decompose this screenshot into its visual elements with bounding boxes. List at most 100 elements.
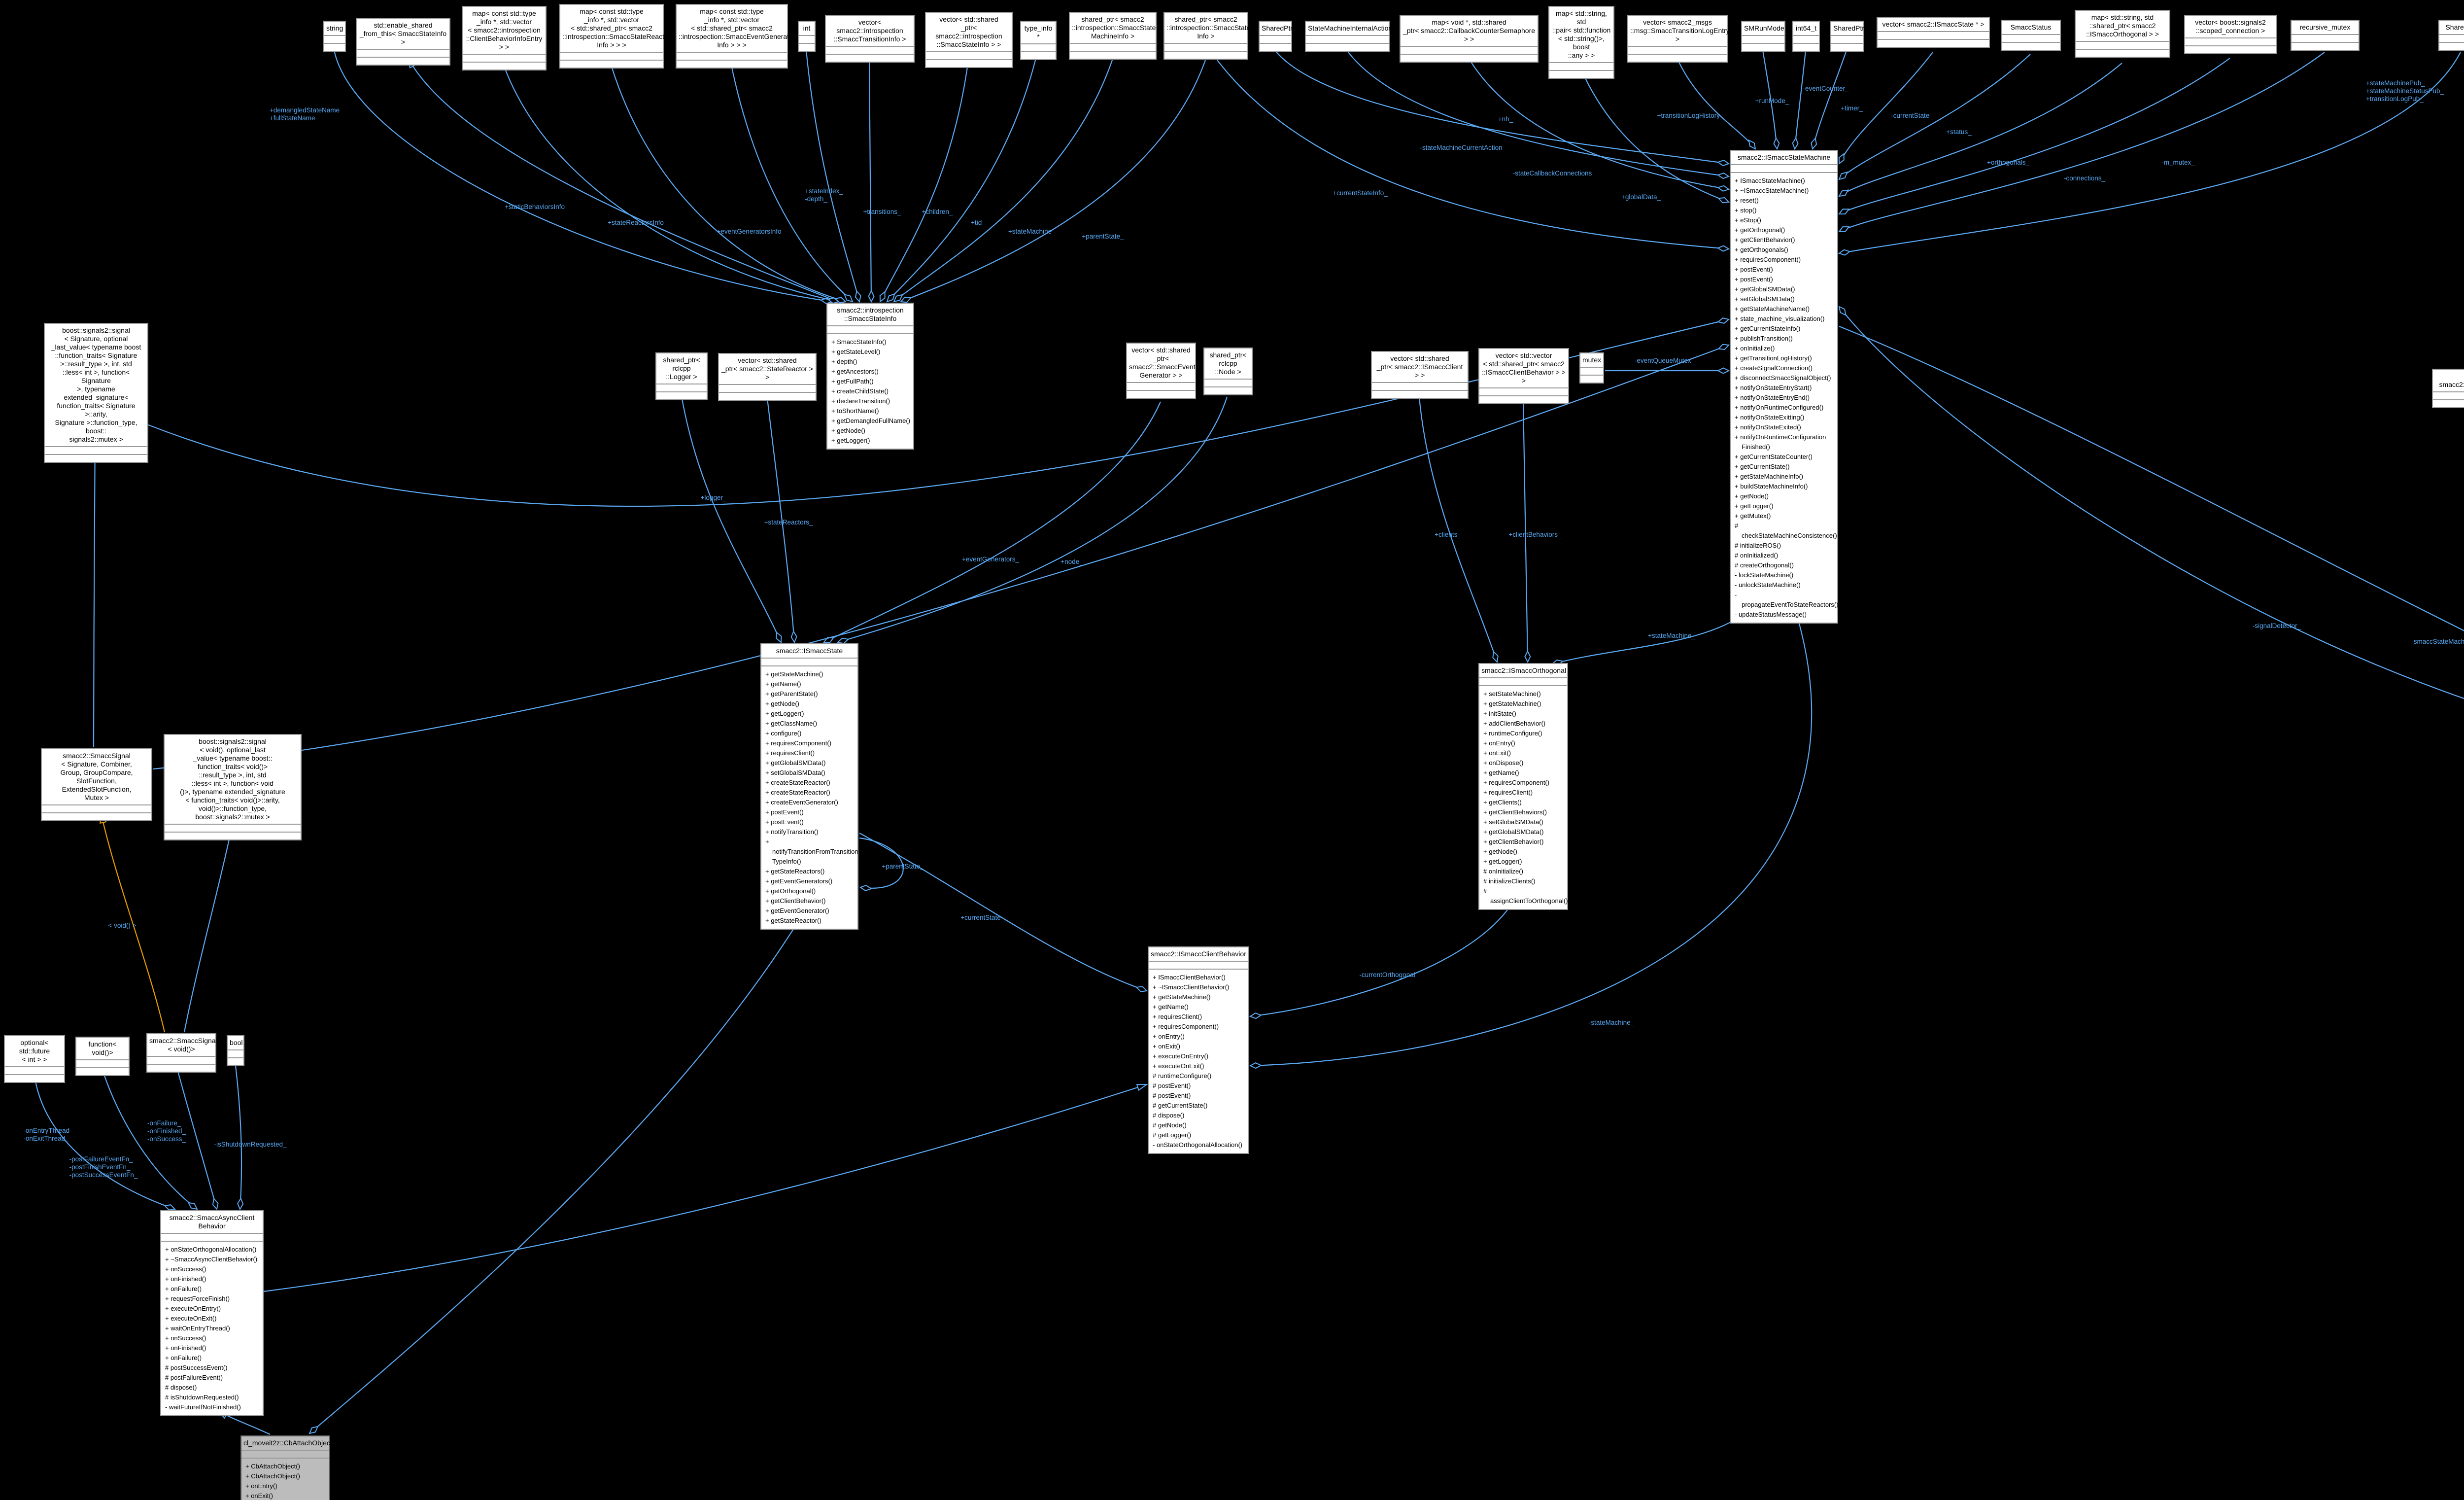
class-methods-map-smaccstatereactorinfo — [560, 61, 663, 68]
method-smaccasyncclientbehavior-6: + executeOnEntry() — [165, 1305, 221, 1312]
class-title-ismaccstate[interactable]: smacc2::ISmaccState — [761, 644, 857, 659]
class-methods-smaccsignal-void — [147, 1065, 215, 1072]
method-ismaccorthogonal-6: + onExit() — [1483, 749, 1511, 757]
method-ismaccstatemachine-33: + getMutex() — [1735, 512, 1771, 520]
method-ismaccstatemachine-9: + postEvent() — [1735, 266, 1773, 273]
class-methods-map-smacceventgeneratorinfo — [677, 61, 787, 68]
method-ismaccorthogonal-17: + getLogger() — [1483, 858, 1522, 865]
class-box-smaccsignal-void[interactable]: smacc2::SmaccSignal < void()> — [146, 1033, 217, 1073]
method-ismaccorthogonal-11: + getClients() — [1483, 799, 1522, 806]
edge-e-isshutdownrequested — [235, 1065, 241, 1209]
class-box-smaccasyncclientbehavior[interactable]: smacc2::SmaccAsyncClient Behavior+ onSta… — [160, 1210, 264, 1416]
class-attributes-boost-signal-signature — [45, 447, 147, 455]
method-ismaccstatemachine-30: + buildStateMachineInfo() — [1735, 483, 1808, 490]
class-box-cbattachobject[interactable]: cl_moveit2z::CbAttachObject+ CbAttachObj… — [240, 1435, 332, 1500]
class-title-ismaccclientbehavior[interactable]: smacc2::ISmaccClientBehavior — [1149, 947, 1248, 962]
method-ismaccstate-17: + notifyTransitionFromTransition TypeInf… — [765, 838, 858, 865]
edge-e-parentstate-info — [901, 60, 1206, 302]
class-box-ismaccorthogonal[interactable]: smacc2::ISmaccOrthogonal+ setStateMachin… — [1478, 663, 1568, 910]
method-smaccasyncclientbehavior-3: + onFinished() — [165, 1275, 206, 1283]
method-ismaccstatemachine-2: + reset() — [1735, 197, 1759, 204]
class-box-sptr-smaccstateinfo: shared_ptr< smacc2 ::introspection::Smac… — [1164, 12, 1250, 60]
class-box-sptr-smaccstatemachineinfo: shared_ptr< smacc2 ::introspection::Smac… — [1069, 12, 1157, 60]
class-title-ismaccorthogonal[interactable]: smacc2::ISmaccOrthogonal — [1479, 664, 1567, 678]
edge-label-e-currentstate-cb: +currentState — [960, 914, 1001, 921]
edge-label-e-connections: -connections_ — [2063, 174, 2106, 182]
class-attributes-smaccstatus — [2002, 35, 2060, 43]
method-smaccstateinfo-5: + createChildState() — [831, 387, 889, 395]
class-title-enable-shared-from-this: std::enable_shared _from_this< SmaccStat… — [357, 19, 449, 50]
class-box-vector-smacctransitioninfo: vector< smacc2::introspection ::SmaccTra… — [825, 15, 915, 63]
class-methods-vector-ismaccupdatable — [2433, 400, 2464, 407]
edge-label-e-nh: +nh_ — [1498, 115, 1513, 123]
class-box-sharedptr-node: SharedPtr — [1259, 21, 1293, 52]
class-attributes-int — [799, 36, 815, 44]
class-attributes-sharedptr-node — [1260, 36, 1291, 44]
class-attributes-map-callbackcountersemaphore — [1401, 47, 1538, 55]
method-ismaccstatemachine-8: + requiresComponent() — [1735, 256, 1801, 263]
class-attributes-smaccsignal-template — [42, 805, 151, 813]
class-title-smaccsignal-void[interactable]: smacc2::SmaccSignal < void()> — [147, 1034, 217, 1057]
class-box-vector-scoped-connection: vector< boost::signals2 ::scoped_connect… — [2184, 15, 2277, 54]
edge-e-signaldetector — [1839, 307, 2464, 699]
class-methods-type-info-ptr — [1021, 52, 1056, 59]
edge-e-transitionloghistory — [1677, 58, 1755, 149]
class-box-vector-ismaccupdatable: vector< smacc2::ISmaccUpdatable * > — [2432, 369, 2464, 408]
method-ismaccstatemachine-17: + onInitialize() — [1735, 345, 1775, 352]
edge-label-e-statereactors: +stateReactors_ — [764, 519, 813, 526]
class-attributes-sptr-logger — [656, 384, 707, 392]
class-methods-smaccstatus — [2002, 43, 2060, 50]
edge-e-currentstate-cb — [859, 833, 1147, 991]
edge-e-staticbehaviorsinfo — [503, 65, 839, 302]
class-box-vector-ismaccstate-ptr: vector< smacc2::ISmaccState * > — [1877, 17, 1990, 48]
method-ismaccorthogonal-7: + onDispose() — [1483, 759, 1524, 767]
class-box-smaccstateinfo[interactable]: smacc2::introspection ::SmaccStateInfo+ … — [826, 303, 914, 450]
class-methods-sptr-smaccstateinfo — [1164, 52, 1247, 59]
class-attributes-recursive-mutex — [2292, 35, 2359, 43]
edge-e-clientbehaviors — [1522, 402, 1528, 662]
class-title-ismaccstatemachine[interactable]: smacc2::ISmaccStateMachine — [1731, 151, 1837, 165]
class-title-boost-signal-signature: boost::signals2::signal < Signature, opt… — [45, 324, 147, 447]
class-methods-boost-signal-void — [165, 833, 301, 839]
class-attributes-vector-sptr-smaccstateinfo — [926, 52, 1012, 60]
class-methods-optional-future-int — [5, 1075, 64, 1082]
method-ismaccclientbehavior-7: + onExit() — [1153, 1043, 1180, 1050]
class-box-vector-sptr-smaccstateinfo: vector< std::shared _ptr< smacc2::intros… — [925, 12, 1013, 68]
class-box-ismaccstatemachine[interactable]: smacc2::ISmaccStateMachine+ ISmaccStateM… — [1730, 150, 1839, 624]
method-ismaccorthogonal-3: + addClientBehavior() — [1483, 720, 1546, 727]
class-box-ismaccclientbehavior[interactable]: smacc2::ISmaccClientBehavior+ ISmaccClie… — [1148, 946, 1249, 1154]
method-ismaccclientbehavior-11: # postEvent() — [1153, 1082, 1191, 1089]
method-ismaccorthogonal-18: # onInitialize() — [1483, 868, 1523, 875]
method-ismaccorthogonal-13: + setGlobalSMData() — [1483, 818, 1543, 826]
class-box-vector-ismaccclient: vector< std::shared _ptr< smacc2::ISmacc… — [1371, 351, 1469, 399]
class-box-recursive-mutex: recursive_mutex — [2291, 20, 2360, 51]
edge-e-statecallbackconnections — [1468, 58, 1729, 189]
class-title-vector-sptr-smaccstateinfo: vector< std::shared _ptr< smacc2::intros… — [926, 13, 1012, 52]
class-attributes-map-orthogonals — [2076, 42, 2169, 50]
method-ismaccstatemachine-39: - unlockStateMachine() — [1735, 581, 1801, 589]
edge-label-e-transitionloghistory: +transitionLogHistory_ — [1657, 112, 1724, 119]
class-methods-smrunmode — [1742, 44, 1784, 51]
edge-label-e-statemachine-orth: +stateMachine_ — [1648, 632, 1695, 639]
class-title-map-globaldata: map< std::string, std ::pair< std::funct… — [1549, 7, 1613, 63]
class-title-smaccstateinfo[interactable]: smacc2::introspection ::SmaccStateInfo — [827, 304, 913, 326]
class-box-ismaccstate[interactable]: smacc2::ISmaccState+ getStateMachine()+ … — [760, 643, 858, 930]
class-methods-recursive-mutex — [2292, 43, 2359, 50]
method-ismaccclientbehavior-13: # getCurrentState() — [1153, 1102, 1208, 1109]
edge-label-e-transitions: +transitions_ — [863, 208, 901, 215]
class-title-smaccasyncclientbehavior[interactable]: smacc2::SmaccAsyncClient Behavior — [161, 1211, 263, 1234]
class-attributes-smrunmode — [1742, 36, 1784, 44]
class-attributes-sptr-rclcpp-node — [1204, 380, 1252, 387]
class-attributes-string — [324, 36, 345, 44]
method-ismaccorthogonal-4: + runtimeConfigure() — [1483, 730, 1542, 737]
method-ismaccclientbehavior-17: - onStateOrthogonalAllocation() — [1153, 1141, 1243, 1149]
edge-label-e-eventcounter: -eventCounter_ — [1803, 85, 1849, 92]
method-ismaccstatemachine-29: + getStateMachineInfo() — [1735, 473, 1804, 480]
method-ismaccclientbehavior-9: + executeOnExit() — [1153, 1062, 1204, 1070]
class-title-cbattachobject[interactable]: cl_moveit2z::CbAttachObject — [241, 1436, 332, 1451]
method-ismaccstate-12: + createStateReactor() — [765, 789, 830, 796]
method-ismaccstate-20: + getOrthogonal() — [765, 887, 816, 895]
class-title-smaccsignal-template[interactable]: smacc2::SmaccSignal < Signature, Combine… — [42, 749, 151, 805]
class-box-smaccsignal-template[interactable]: smacc2::SmaccSignal < Signature, Combine… — [41, 748, 152, 821]
method-ismaccstatemachine-21: + notifyOnStateEntryStart() — [1735, 384, 1812, 391]
